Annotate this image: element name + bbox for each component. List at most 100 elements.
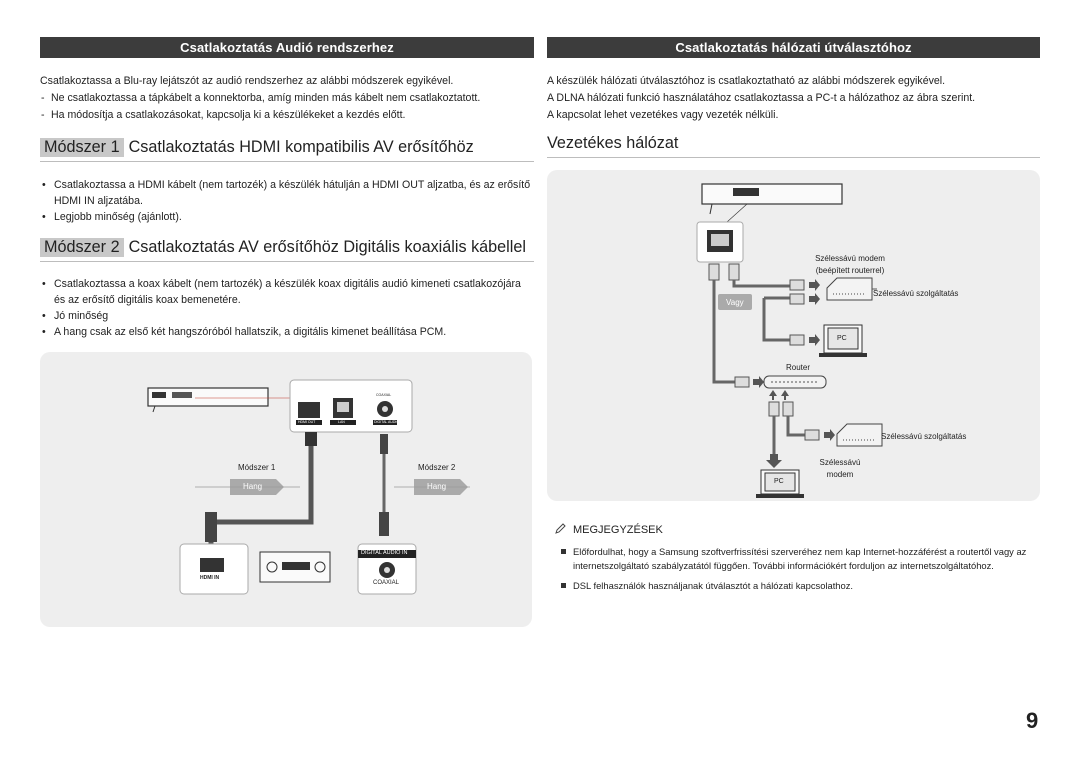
modem-label-line1: Szélessávú modem <box>815 254 885 263</box>
plug-icon <box>789 334 805 346</box>
lan-plug-icon <box>708 263 720 281</box>
arrow-right-icon <box>753 376 764 388</box>
lan-tag-icon <box>330 420 356 425</box>
digital-audio-in-label: DIGITAL AUDIO IN <box>361 550 408 556</box>
arrow-up-icon <box>769 390 777 400</box>
broadband-modem-icon <box>826 277 873 301</box>
broadband-modem-2-icon <box>836 423 883 447</box>
hdmi-in-port-icon <box>200 558 224 572</box>
audio-intro: Csatlakoztassa a Blu-ray lejátszót az au… <box>40 75 454 87</box>
player-port-icon <box>152 392 166 398</box>
modem-label-line2: (beépített routerrel) <box>815 266 885 275</box>
method2-diagram-label: Módszer 2 <box>418 463 456 472</box>
pc-base-2-icon <box>756 494 804 498</box>
list-item: Ne csatlakoztassa a tápkábelt a konnekto… <box>40 90 534 107</box>
notes-section: MEGJEGYZÉSEK Előfordulhat, hogy a Samsun… <box>555 522 1035 593</box>
pc-screen-2-icon <box>764 472 796 492</box>
method1-title: Csatlakoztatás HDMI kompatibilis AV erős… <box>128 138 474 156</box>
intro-line: A DLNA hálózati funkció használatához cs… <box>547 92 976 104</box>
zoom-line-icon <box>726 203 748 223</box>
method1-diagram-label: Módszer 1 <box>238 463 276 472</box>
network-diagram-graphic <box>696 183 883 498</box>
method2-tag: Módszer 2 <box>40 238 124 257</box>
method1-tag: Módszer 1 <box>40 138 124 157</box>
player-port-icon <box>172 392 192 398</box>
hdmi-out-label: HDMI OUT <box>298 420 316 424</box>
list-item: Jó minőség <box>40 308 534 324</box>
network-intro: A készülék hálózati útválasztóhoz is csa… <box>547 73 1040 124</box>
hang1-label: Hang <box>243 482 263 491</box>
method1-bullets: Csatlakoztassa a HDMI kábelt (nem tartoz… <box>40 177 534 225</box>
player-cable-icon <box>152 405 156 413</box>
plug-icon <box>789 279 805 291</box>
amp-display-icon <box>282 562 310 570</box>
list-item: Legjobb minőség (ajánlott). <box>40 209 534 225</box>
digital-audio-in-tag-icon <box>358 550 416 558</box>
arrow-down-icon <box>766 454 782 468</box>
coax-tag-icon <box>373 420 397 425</box>
modem2-label-line2: modem <box>826 470 854 479</box>
plug-icon <box>768 401 780 417</box>
list-item: Csatlakoztassa a HDMI kábelt (nem tartoz… <box>40 177 534 209</box>
player-lan-port-icon <box>733 188 759 196</box>
cable-to-modem2-icon <box>786 416 805 437</box>
arrow-up-icon <box>781 390 789 400</box>
list-item: DSL felhasználók használjanak útválasztó… <box>555 579 1035 593</box>
plug-icon <box>789 293 805 305</box>
network-connection-diagram: Szélessávú modem (beépített routerrel) S… <box>547 170 1040 501</box>
list-item: Csatlakoztassa a koax kábelt (nem tartoz… <box>40 276 534 308</box>
amp-knob-icon <box>314 561 326 573</box>
bluray-player-icon <box>701 183 843 205</box>
amp-knob-icon <box>266 561 278 573</box>
modem2-label-line1: Szélessávú <box>819 458 861 467</box>
arrow-right-icon <box>809 334 820 346</box>
notes-list: Előfordulhat, hogy a Samsung szoftverfri… <box>555 545 1035 593</box>
pencil-icon <box>555 522 567 537</box>
plug-icon <box>804 429 820 441</box>
page-number: 9 <box>1026 708 1039 733</box>
method2-bullets: Csatlakoztassa a koax kábelt (nem tartoz… <box>40 276 534 340</box>
hang2-label: Hang <box>427 482 447 491</box>
hdmi-out-tag-icon <box>296 420 322 425</box>
method2-heading: Módszer 2 Csatlakoztatás AV erősítőhöz D… <box>40 238 534 262</box>
audio-section-header: Csatlakoztatás Audió rendszerhez <box>40 37 534 58</box>
cable-to-modem-icon <box>732 280 790 288</box>
audio-connection-diagram: Módszer 1 Módszer 2 Hang Hang HDMI OUT L… <box>40 352 532 627</box>
intro-line: A kapcsolat lehet vezetékes vagy vezeték… <box>547 109 779 121</box>
list-item: Előfordulhat, hogy a Samsung szoftverfri… <box>555 545 1035 573</box>
arrow-right-icon <box>809 279 820 291</box>
wired-network-heading: Vezetékes hálózat <box>547 134 1040 158</box>
player-cable-icon <box>709 203 713 215</box>
vagy-label: Vagy <box>726 298 744 307</box>
cable-to-router-icon <box>712 280 735 384</box>
audio-notes-list: Ne csatlakoztassa a tápkábelt a konnekto… <box>40 90 534 124</box>
coaxial-pin-icon <box>382 406 388 412</box>
coax-plug-bottom-icon <box>379 512 389 536</box>
audio-section: Csatlakoztatás Audió rendszerhez Csatlak… <box>40 37 534 340</box>
notes-heading: MEGJEGYZÉSEK <box>555 522 1035 537</box>
hdmi-out-port-icon <box>298 402 320 418</box>
intro-line: A készülék hálózati útválasztóhoz is csa… <box>547 75 946 87</box>
service-label-1: Szélessávú szolgáltatás <box>873 289 959 298</box>
vagy-badge-icon <box>718 294 752 310</box>
network-section: Csatlakoztatás hálózati útválasztóhoz A … <box>547 37 1040 158</box>
method1-heading: Módszer 1 Csatlakoztatás HDMI kompatibil… <box>40 138 534 162</box>
arrow-right-icon <box>809 293 820 305</box>
coaxial-label: COAXIAL <box>373 580 400 586</box>
coaxial-port-label: COAXIAL <box>376 393 392 397</box>
hdmi-in-label: HDMI IN <box>200 575 220 581</box>
pc-base-icon <box>819 353 867 357</box>
cable-to-pc-icon <box>762 298 790 342</box>
coax-plug-top-icon <box>380 434 388 454</box>
lan-socket-zoom-icon <box>711 234 729 246</box>
list-item: A hang csak az első két hangszóróból hal… <box>40 324 534 340</box>
pc-label-1: PC <box>837 335 847 342</box>
list-item: Ha módosítja a csatlakozásokat, kapcsolj… <box>40 107 534 124</box>
notes-title: MEGJEGYZÉSEK <box>573 523 663 536</box>
lan-label: LAN <box>338 420 345 424</box>
plug-icon <box>782 401 794 417</box>
digital-audio-out-label: DIGITAL AUDIO OUT <box>374 420 408 424</box>
arrow-right-icon <box>824 429 835 441</box>
hdmi-plug-top-icon <box>305 432 317 446</box>
pc-label-2: PC <box>774 478 784 485</box>
